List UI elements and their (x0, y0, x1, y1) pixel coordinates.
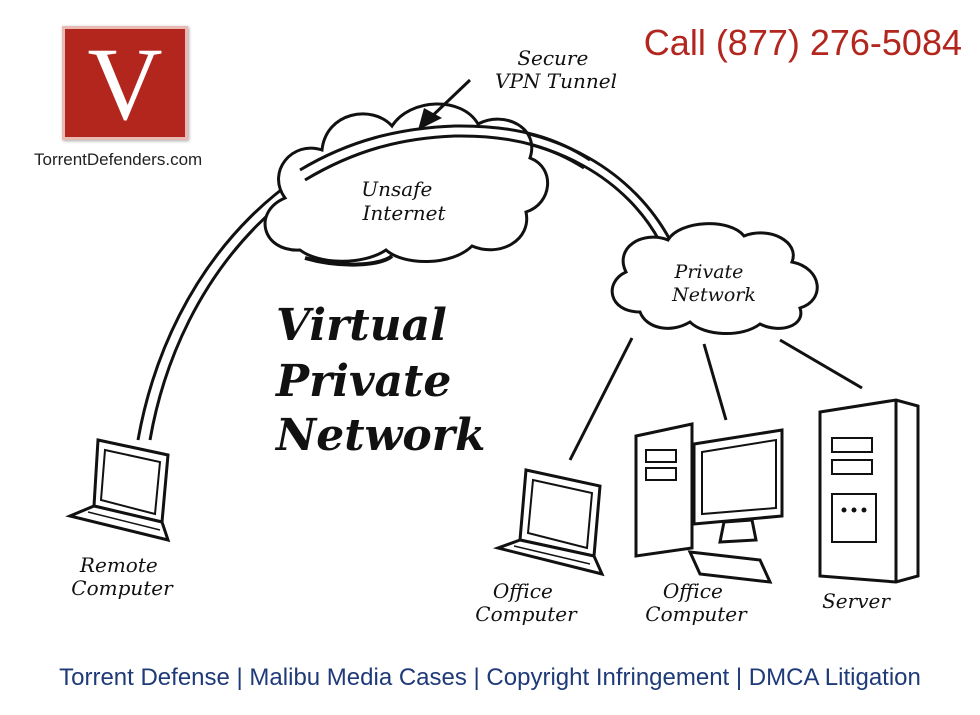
office-laptop-icon (492, 468, 605, 577)
phone-number: Call (877) 276-5084 (643, 22, 962, 63)
footer-tagline: Torrent Defense | Malibu Media Cases | C… (59, 664, 921, 691)
vpn-tunnel-through-cloud (299, 124, 591, 182)
private-network-cloud (610, 222, 819, 336)
tunnel-label: Secure VPN Tunnel (495, 46, 617, 93)
server-icon (818, 398, 920, 584)
private-cloud-label: Private Network (671, 261, 756, 306)
internet-cloud (263, 102, 549, 267)
firm-logo: V (62, 26, 188, 142)
server-label: Server (822, 589, 891, 613)
internet-cloud-label: Unsafe Internet (361, 177, 446, 225)
site-name: TorrentDefenders.com (34, 150, 203, 169)
remote-laptop-icon (65, 438, 171, 543)
arrow-icon (418, 78, 472, 130)
office-desktop-icon (634, 422, 784, 584)
diagram-title: Virtual Private Network (274, 300, 485, 461)
office-computer-2-label: Office Computer (645, 579, 748, 626)
logo-letter: V (87, 27, 163, 142)
office-computer-1-label: Office Computer (475, 579, 578, 626)
remote-computer-label: Remote Computer (71, 553, 174, 600)
private-links (568, 337, 863, 461)
